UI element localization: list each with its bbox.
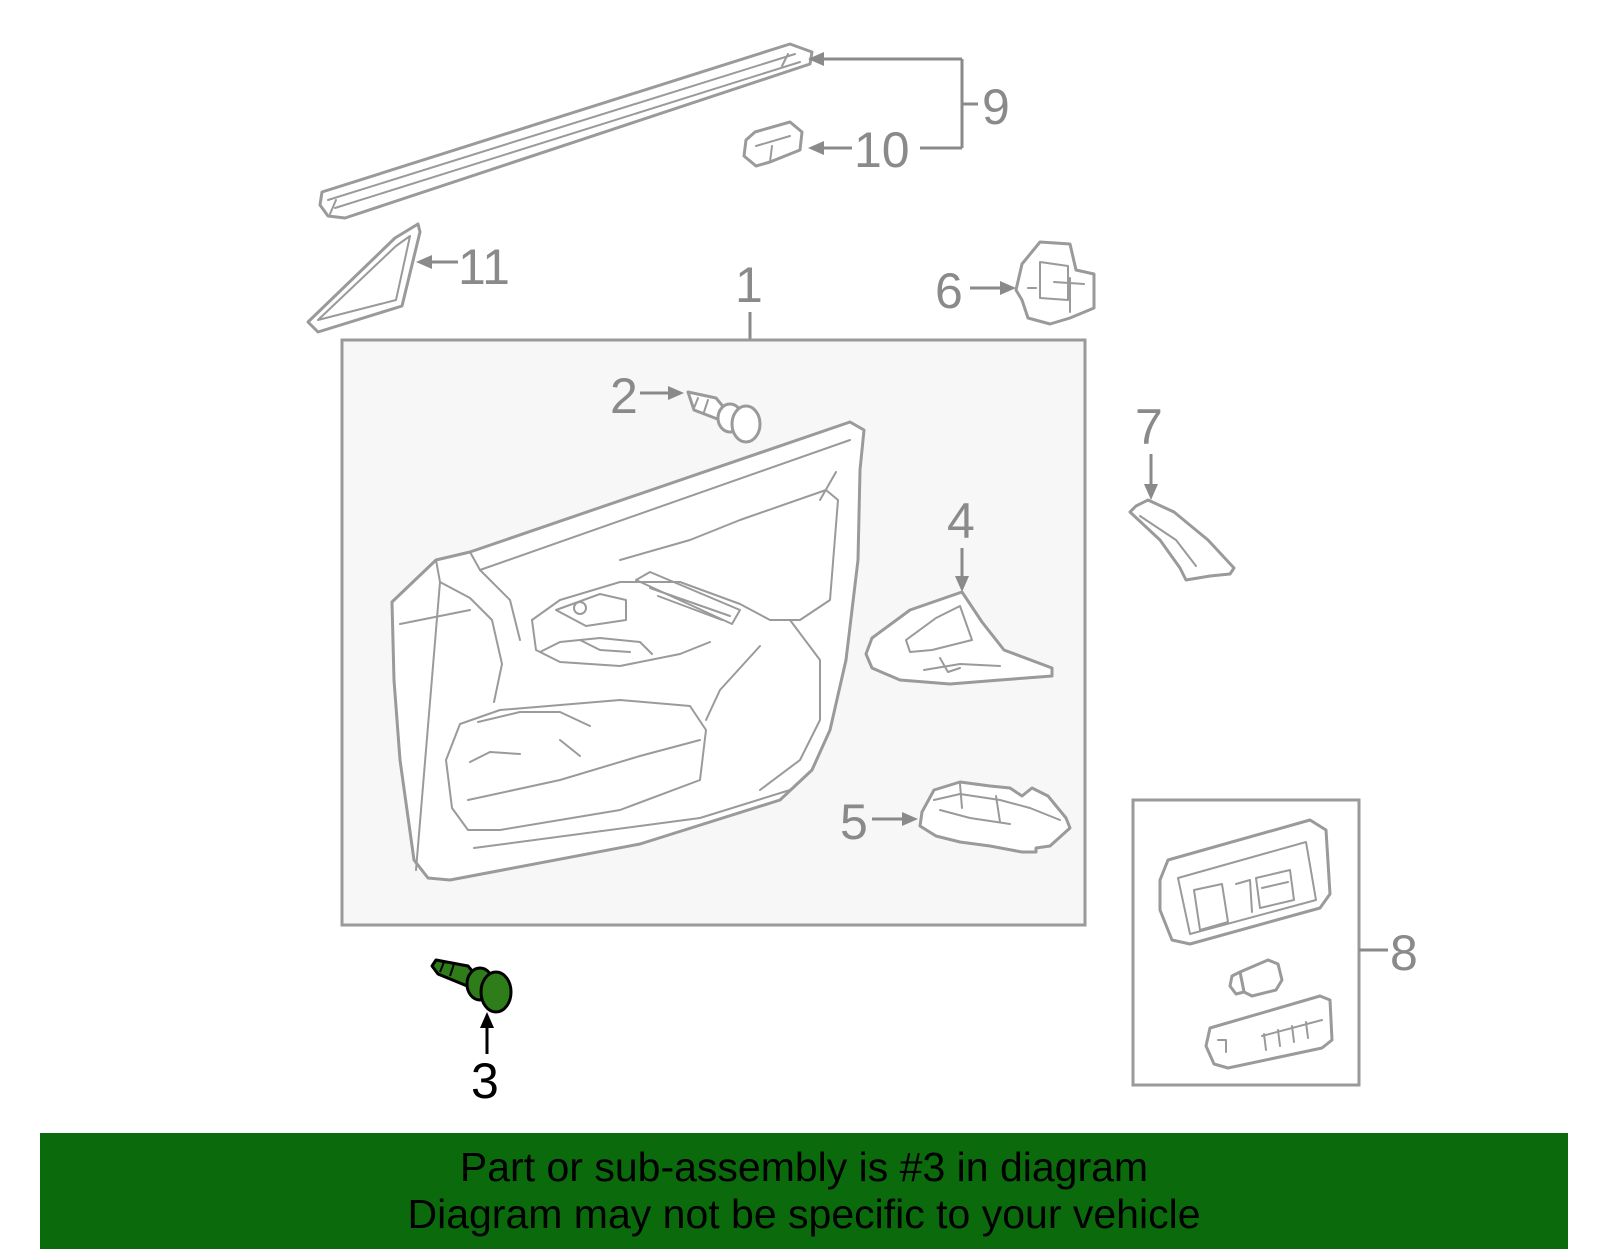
callout-2-arrow	[640, 386, 684, 400]
banner-line-disclaimer: Diagram may not be specific to your vehi…	[407, 1191, 1201, 1237]
callout-7-arrow	[1144, 454, 1158, 500]
callout-10: 10	[854, 122, 910, 178]
callout-3-arrow	[480, 1012, 494, 1054]
bulb-part[interactable]	[1228, 958, 1284, 998]
callout-5-arrow	[872, 812, 918, 826]
corner-cover-part[interactable]	[306, 222, 422, 334]
callout-4: 4	[947, 493, 975, 549]
door-trim-panel-part[interactable]	[390, 420, 866, 882]
trim-clip-highlighted-part[interactable]	[430, 958, 513, 1014]
switch-housing-part[interactable]	[1158, 818, 1332, 946]
armrest-cover-part[interactable]	[1128, 498, 1236, 582]
callout-11: 11	[458, 239, 510, 295]
banner-line-part-info: Part or sub-assembly is #3 in diagram	[459, 1144, 1149, 1190]
moulding-clip-part[interactable]	[742, 120, 804, 168]
belt-moulding-part[interactable]	[318, 42, 814, 220]
callout-4-arrow	[955, 548, 969, 592]
callout-2: 2	[610, 368, 638, 424]
callout-11-arrow	[416, 255, 458, 269]
callout-3: 3	[471, 1053, 499, 1109]
callout-9-bracket	[808, 52, 978, 150]
callout-6-arrow	[970, 281, 1016, 295]
switch-part[interactable]	[1014, 240, 1096, 326]
switch-plate-part[interactable]	[1204, 994, 1334, 1070]
trim-clip-part[interactable]	[686, 390, 762, 444]
callout-1: 1	[735, 257, 763, 313]
callout-10-arrow	[808, 141, 852, 155]
callout-5: 5	[840, 794, 868, 850]
callout-6: 6	[935, 263, 963, 319]
info-banner: Part or sub-assembly is #3 in diagram Di…	[40, 1133, 1568, 1249]
callout-7: 7	[1135, 399, 1163, 455]
callout-9: 9	[982, 79, 1010, 135]
power-window-switch-part[interactable]	[918, 780, 1072, 854]
callout-8: 8	[1390, 925, 1418, 981]
